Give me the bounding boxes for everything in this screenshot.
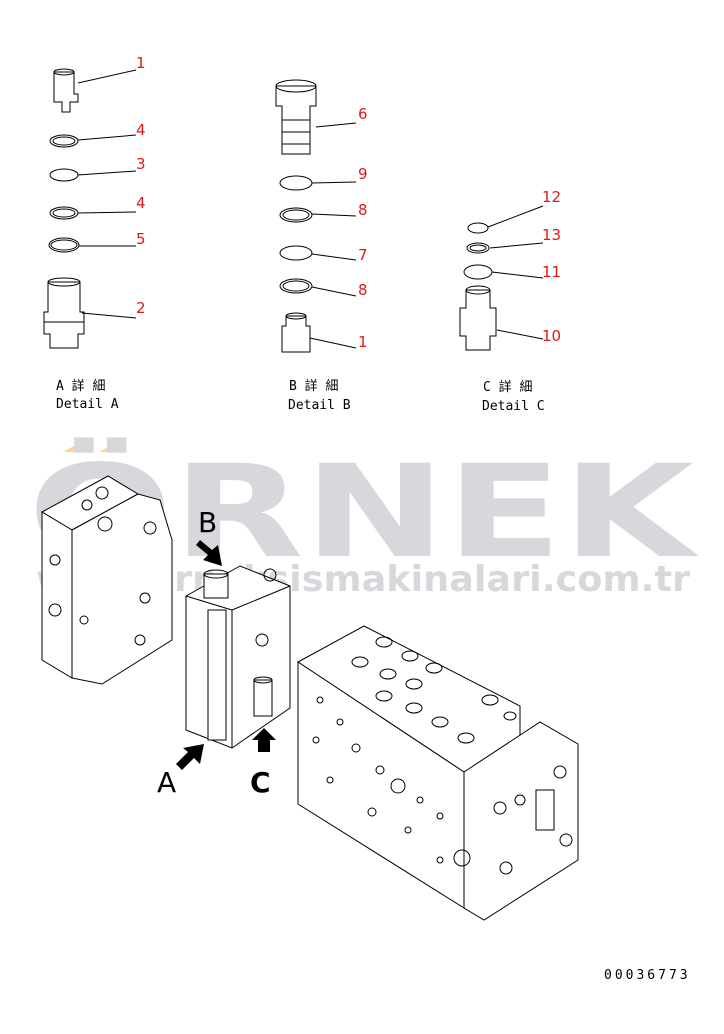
detail-a-en: Detail A bbox=[56, 397, 119, 412]
view-label-c: C bbox=[250, 766, 271, 799]
arrow-c-icon bbox=[252, 728, 276, 752]
detail-b-jp: B 詳 細 bbox=[289, 378, 338, 394]
callout-1: 1 bbox=[358, 333, 368, 351]
callout-1: 1 bbox=[136, 54, 146, 72]
detail-c-jp: C 詳 細 bbox=[483, 379, 532, 395]
callout-5: 5 bbox=[136, 230, 146, 248]
watermark-accent bbox=[99, 438, 124, 452]
leader-lines bbox=[77, 69, 544, 349]
valve-section-left bbox=[40, 475, 173, 685]
main-valve-block bbox=[297, 625, 579, 921]
detail-b-parts bbox=[275, 79, 317, 353]
callout-9: 9 bbox=[358, 165, 368, 183]
valve-section-middle bbox=[185, 565, 291, 749]
callout-3: 3 bbox=[136, 155, 146, 173]
view-label-a: A bbox=[157, 766, 176, 799]
detail-a-jp: A 詳 細 bbox=[56, 378, 105, 394]
arrow-a-icon bbox=[176, 744, 204, 770]
callout-10: 10 bbox=[542, 327, 561, 345]
callout-8: 8 bbox=[358, 201, 368, 219]
callout-8: 8 bbox=[358, 281, 368, 299]
callout-7: 7 bbox=[358, 246, 368, 264]
view-label-b: B bbox=[198, 506, 217, 539]
watermark-accent bbox=[63, 438, 88, 452]
callout-4: 4 bbox=[136, 121, 146, 139]
callout-13: 13 bbox=[542, 226, 561, 244]
callouts: 1 4 3 4 5 2 6 9 8 7 8 1 12 13 11 10 bbox=[136, 54, 561, 351]
drawing-number: 00036773 bbox=[604, 968, 691, 983]
callout-4: 4 bbox=[136, 194, 146, 212]
arrow-b-icon bbox=[196, 540, 222, 566]
detail-c-parts bbox=[459, 222, 497, 351]
callout-6: 6 bbox=[358, 105, 368, 123]
detail-b-en: Detail B bbox=[288, 398, 351, 413]
callout-11: 11 bbox=[542, 263, 561, 281]
callout-12: 12 bbox=[542, 188, 561, 206]
callout-2: 2 bbox=[136, 299, 146, 317]
detail-captions: A 詳 細 Detail A B 詳 細 Detail B C 詳 細 Deta… bbox=[56, 378, 545, 414]
view-arrows: B A C bbox=[157, 506, 276, 799]
detail-a-parts bbox=[43, 68, 85, 349]
detail-c-en: Detail C bbox=[482, 399, 545, 414]
